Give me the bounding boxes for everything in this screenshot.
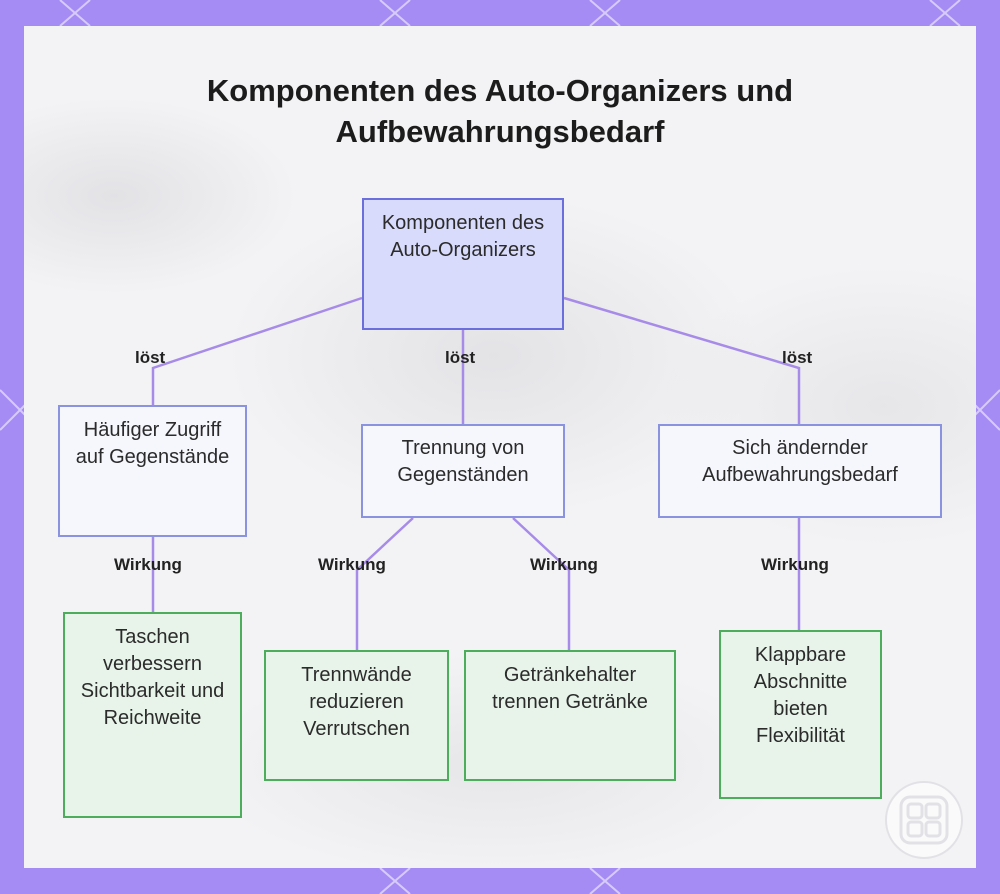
edge-label-effect-access: Wirkung — [114, 555, 182, 575]
node-label: Klappbare Abschnitte bieten Flexibilität — [731, 642, 870, 750]
node-item-separation: Trennung von Gegenständen — [361, 424, 565, 518]
edge-label-effect-dividers: Wirkung — [318, 555, 386, 575]
edge-root-access — [153, 298, 362, 405]
edge-label-effect-foldable: Wirkung — [761, 555, 829, 575]
node-label: Taschen verbessern Sichtbarkeit und Reic… — [75, 624, 230, 732]
edge-separation-cupholders — [513, 518, 569, 650]
edge-label-solves-center: löst — [445, 348, 475, 368]
node-foldable-sections: Klappbare Abschnitte bieten Flexibilität — [719, 630, 882, 799]
napkin-logo-icon — [884, 780, 964, 860]
edge-label-effect-cupholders: Wirkung — [530, 555, 598, 575]
node-label: Komponenten des Auto-Organizers — [376, 210, 550, 264]
node-cupholders: Getränkehalter trennen Getränke — [464, 650, 676, 781]
node-label: Trennung von Gegenständen — [375, 435, 551, 489]
node-label: Getränkehalter trennen Getränke — [476, 662, 664, 716]
edge-separation-dividers — [357, 518, 413, 650]
node-frequent-access: Häufiger Zugriff auf Gegenstände — [58, 405, 247, 537]
node-label: Häufiger Zugriff auf Gegenstände — [72, 417, 233, 471]
edge-label-solves-right: löst — [782, 348, 812, 368]
node-auto-organizer-components: Komponenten des Auto-Organizers — [362, 198, 564, 330]
edge-root-changing — [564, 298, 799, 424]
node-pockets: Taschen verbessern Sichtbarkeit und Reic… — [63, 612, 242, 818]
node-label: Trennwände reduzieren Verrutschen — [276, 662, 437, 743]
node-label: Sich ändernder Aufbewahrungsbedarf — [672, 435, 928, 489]
node-dividers: Trennwände reduzieren Verrutschen — [264, 650, 449, 781]
edge-label-solves-left: löst — [135, 348, 165, 368]
node-changing-storage-needs: Sich ändernder Aufbewahrungsbedarf — [658, 424, 942, 518]
